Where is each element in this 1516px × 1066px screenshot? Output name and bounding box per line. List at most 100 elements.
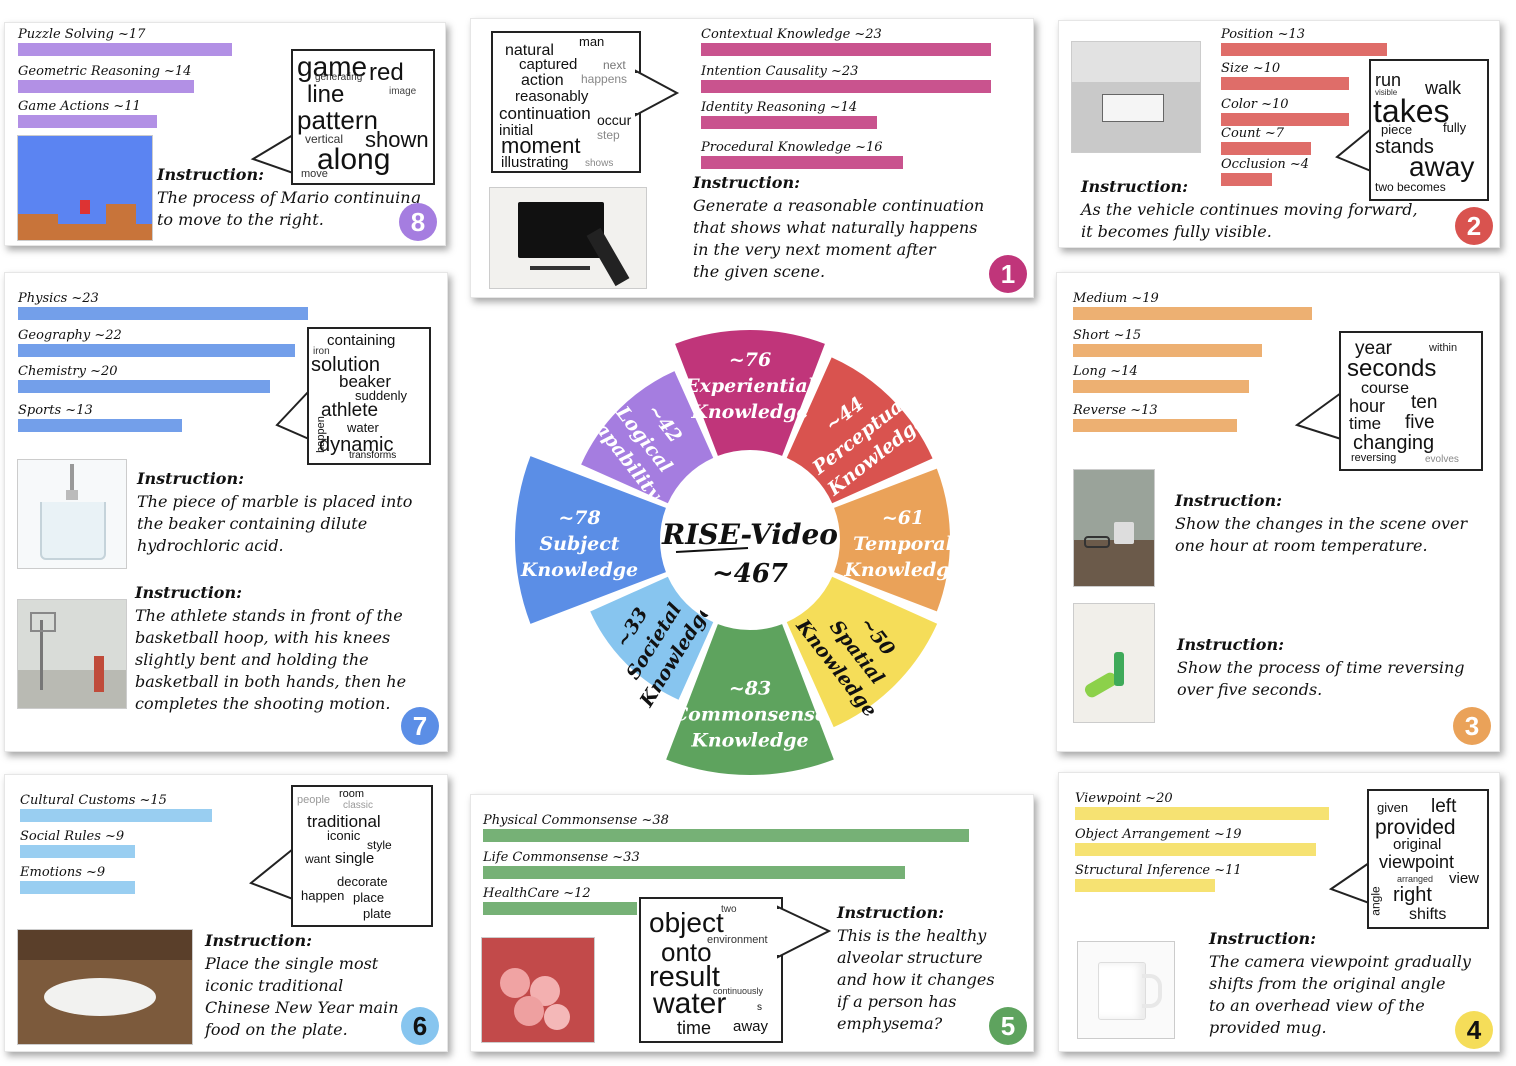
cloud-word: pattern: [297, 105, 378, 135]
panel-commonsense-knowledge: Physical Commonsense ~38 Life Commonsens…: [470, 794, 1034, 1052]
cloud-word: onto: [661, 937, 712, 967]
instruction-text: Generate a reasonable continuation that …: [693, 196, 985, 281]
category-bar: [1073, 419, 1237, 432]
cloud-word: away: [1409, 151, 1475, 182]
cloud-word: hour: [1349, 396, 1386, 416]
category-bar: [1073, 344, 1262, 357]
cloud-word: seconds: [1347, 355, 1437, 382]
cloud-word: given: [1377, 800, 1409, 815]
panel-badge: 5: [989, 1007, 1027, 1045]
cloud-word: want: [305, 852, 331, 866]
speech-bubble-tail: [634, 69, 680, 117]
instruction-text: The process of Mario continuing to move …: [157, 188, 421, 229]
cloud-word: shown: [365, 127, 429, 152]
cloud-word: visible: [1375, 88, 1398, 97]
cloud-word: step: [597, 128, 620, 142]
category-label: Puzzle Solving ~17: [18, 27, 146, 42]
category-bar: [20, 881, 136, 894]
cloud-word: viewpoint: [1379, 852, 1455, 872]
cloud-word: suddenly: [355, 388, 408, 403]
category-label: Position ~13: [1221, 27, 1306, 42]
panel-subject-knowledge: Physics ~23 Geography ~22 Chemistry ~20 …: [4, 272, 448, 752]
word-cloud: year within seconds course hour ten time…: [1293, 327, 1493, 471]
wheel-segment: [515, 456, 666, 624]
category-label: Reverse ~13: [1073, 403, 1158, 418]
cloud-word: happen: [301, 888, 345, 903]
cloud-word: moment: [501, 133, 581, 158]
cloud-word: room: [339, 788, 365, 800]
cloud-word: arranged: [1397, 874, 1434, 884]
wheel-segment: [786, 576, 938, 728]
cloud-word: traditional: [307, 812, 381, 831]
wheel-segment: [675, 330, 825, 456]
cloud-word: object: [649, 907, 724, 938]
cloud-word: occur: [597, 112, 632, 128]
category-bar: [701, 43, 991, 56]
panel-perceptual-knowledge: Position ~13 Size ~10 Color ~10 Count ~7…: [1058, 20, 1500, 248]
category-bar: [18, 115, 157, 128]
instruction-text: Place the single most iconic traditional…: [205, 954, 399, 1039]
cloud-word: iron: [313, 346, 330, 357]
instruction-heading: Instruction:: [1081, 177, 1188, 196]
category-label: Chemistry ~20: [18, 364, 118, 379]
alveolar-structure-image: [481, 937, 595, 1043]
category-label: Medium ~19: [1073, 291, 1159, 306]
cloud-word: course: [1361, 380, 1410, 397]
cloud-word: captured: [519, 56, 578, 73]
category-label: Short ~15: [1073, 328, 1142, 343]
cloud-word: away: [733, 1018, 769, 1035]
instruction-text: The camera viewpoint gradually shifts fr…: [1209, 952, 1471, 1037]
mario-game-image: [17, 135, 153, 241]
panel-badge: 3: [1453, 707, 1491, 745]
cloud-word: piece: [1381, 122, 1413, 137]
cloud-word: within: [1429, 342, 1458, 354]
cloud-word: transforms: [349, 450, 397, 461]
cloud-word: water: [347, 420, 379, 435]
cloud-word: time: [677, 1018, 712, 1038]
cloud-word: containing: [327, 332, 396, 349]
category-bar: [20, 845, 136, 858]
panel-spatial-knowledge: Viewpoint ~20 Object Arrangement ~19 Str…: [1058, 772, 1500, 1052]
word-cloud: game red generating line image pattern s…: [237, 49, 437, 185]
category-label: Color ~10: [1221, 97, 1289, 112]
instruction-heading: Instruction:: [1177, 635, 1284, 654]
cloud-word: classic: [343, 800, 374, 811]
instruction-text: The piece of marble is placed into the b…: [137, 492, 413, 555]
wheel-segment: [581, 371, 714, 504]
cloud-word: ten: [1411, 392, 1438, 413]
category-label: HealthCare ~12: [483, 886, 591, 901]
category-bar: [18, 380, 270, 393]
cloud-word: vertical: [305, 132, 344, 146]
instruction-text: The athlete stands in front of the baske…: [135, 606, 407, 713]
panel-badge: 2: [1455, 207, 1493, 245]
category-label: Physical Commonsense ~38: [483, 813, 669, 828]
panel-badge: 8: [399, 203, 437, 241]
category-label: Occlusion ~4: [1221, 157, 1310, 172]
wheel-segment: [786, 357, 933, 504]
cloud-word: two: [721, 904, 737, 915]
cloud-word: shifts: [1409, 906, 1447, 923]
category-label: Cultural Customs ~15: [20, 793, 167, 808]
word-cloud: room people classic traditional iconic s…: [245, 783, 435, 929]
cloud-word: next: [603, 58, 626, 72]
category-bar: [1075, 879, 1215, 892]
category-bar: [18, 43, 233, 56]
panel-logical-capability: Puzzle Solving ~17 Geometric Reasoning ~…: [4, 22, 446, 246]
wheel-segment: [590, 576, 714, 700]
cloud-word: fully: [1443, 120, 1467, 135]
cloud-word: man: [579, 34, 605, 49]
cloud-word: stands: [1375, 136, 1434, 158]
cloud-word: provided: [1375, 816, 1456, 839]
cloud-word: reversing: [1351, 452, 1397, 464]
vehicle-road-image: [1071, 41, 1201, 153]
cloud-word: time: [1349, 414, 1382, 433]
instruction-text: Show the process of time reversing over …: [1177, 658, 1465, 699]
word-cloud: containing iron solution beaker suddenly…: [273, 327, 433, 465]
category-label: Structural Inference ~11: [1075, 863, 1242, 878]
category-bar: [20, 809, 212, 822]
word-cloud: object two environment onto result conti…: [639, 897, 839, 1045]
category-bar: [1221, 113, 1349, 126]
cloud-word: place: [353, 890, 385, 905]
